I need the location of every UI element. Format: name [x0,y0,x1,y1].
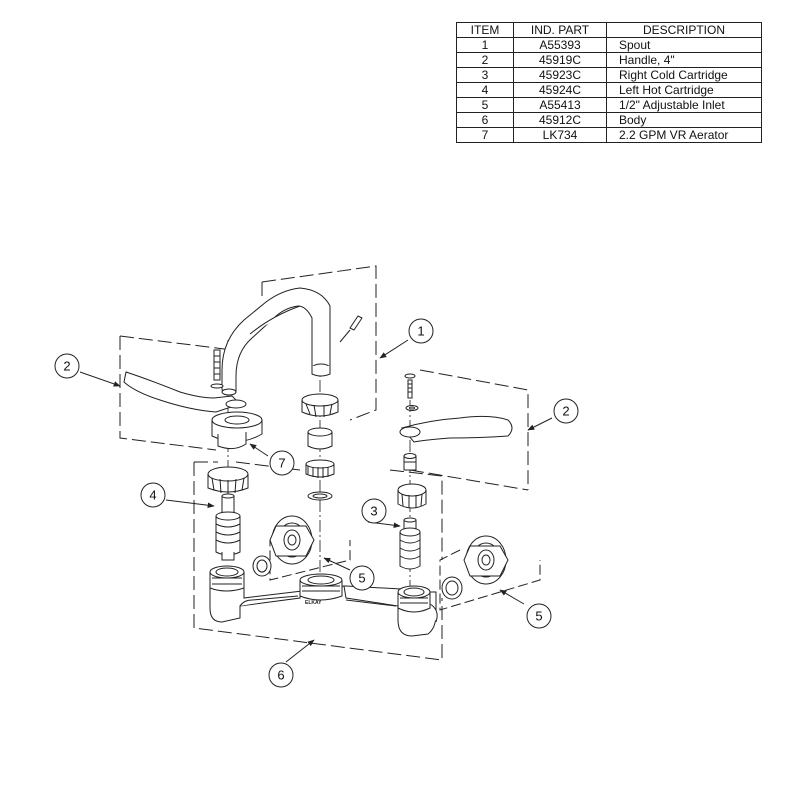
callout-label-aerator: 7 [278,456,285,471]
body-stamp: ELKAY [305,600,322,606]
callout-label-body: 6 [277,668,284,683]
callout-inlet-right [526,603,552,629]
right-bonnet [397,483,427,509]
spout [221,287,331,396]
left-handle [123,349,263,450]
callout-label-handle-right: 2 [562,404,569,419]
left-bonnet [207,466,249,494]
callout-cartridge-left [140,482,166,508]
cell-description: Handle, 4" [606,52,762,68]
callout-aerator [269,450,295,476]
cell-description: 1/2" Adjustable Inlet [606,97,762,113]
callout-label-handle-left: 2 [63,359,70,374]
callout-body [268,662,294,688]
cell-description: Left Hot Cartridge [606,82,762,98]
spout-screw [339,315,363,343]
callout-label-cartridge-right: 3 [370,504,377,519]
right-cartridge [399,517,421,570]
inlet-right-boundary [439,549,541,611]
callout-handle-left [54,353,80,379]
left-cartridge [215,493,241,561]
leader-lines [79,339,553,663]
callout-label-inlet-right: 5 [535,609,542,624]
cell-part: LK734 [513,127,607,143]
aerator [301,393,339,501]
spout-group-boundary [261,265,377,421]
left-handle-group-boundary [119,335,233,451]
right-handle-group-boundary [409,369,529,491]
callout-handle-right [553,398,579,424]
right-handle [399,373,513,471]
cell-part: 45912C [513,112,607,128]
faucet-body [209,565,438,637]
callout-label-inlet-center: 5 [358,571,365,586]
callout-cartridge-right [361,498,387,524]
cell-description: 2.2 GPM VR Aerator [606,127,762,143]
body-group-boundary [193,461,443,661]
callout-label-spout: 1 [417,324,424,339]
callout-inlet-center [349,565,375,591]
center-inlet [252,515,315,577]
callout-spout [408,318,434,344]
callout-label-cartridge-left: 4 [149,488,156,503]
right-inlet [441,535,509,600]
callout-circles [54,318,579,688]
